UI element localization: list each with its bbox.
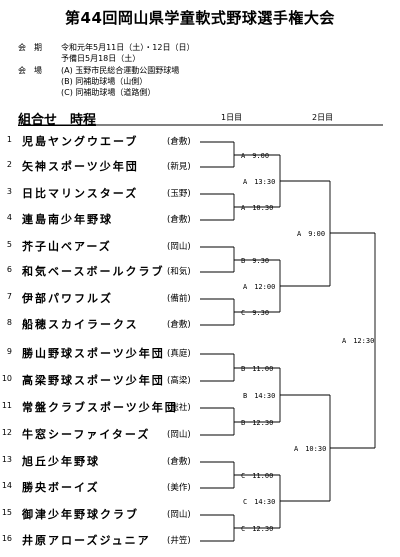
team-name: 牛窓シーファイターズ: [22, 428, 151, 441]
team-number: 8: [6, 318, 12, 327]
venue-c: (C) 同補助球場（道路側）: [61, 88, 156, 97]
team-number: 13: [1, 455, 12, 464]
round-label-day2: 2日目: [312, 113, 334, 122]
team-name: 和気ベースボールクラブ: [22, 265, 165, 278]
team-number: 14: [1, 481, 12, 490]
team-name: 旭丘少年野球: [22, 455, 100, 468]
match-slot-r1-5: B 11:00: [241, 365, 274, 373]
team-city: (真庭): [167, 349, 191, 359]
team-city: (倉敷): [167, 215, 191, 225]
match-slot-r1-2: A 10:30: [241, 204, 274, 212]
team-city: (玉野): [167, 189, 191, 199]
period-value: 令和元年5月11日（土）・12日（日）: [61, 43, 195, 52]
team-name: 常盤クラブスポーツ少年団: [22, 401, 178, 414]
team-number: 4: [6, 213, 12, 222]
team-number: 3: [6, 187, 12, 196]
match-slot-r1-3: B 9:30: [241, 257, 270, 265]
match-slot-r1-4: C 9:30: [241, 309, 270, 317]
team-city: (備前): [167, 294, 191, 304]
team-number: 5: [6, 240, 12, 249]
round-label-day1: 1日目: [221, 113, 243, 122]
team-name: 船穂スカイラークス: [22, 318, 139, 331]
team-city: (美作): [167, 483, 191, 493]
team-number: 6: [6, 265, 12, 274]
team-number: 1: [6, 135, 12, 144]
team-name: 矢神スポーツ少年団: [22, 160, 139, 173]
period-label: 会 期: [18, 43, 42, 52]
team-city: (岡山): [167, 430, 191, 440]
team-city: (高梁): [167, 376, 191, 386]
team-name: 勝央ボーイズ: [22, 481, 100, 494]
team-city: (岡山): [167, 242, 191, 252]
match-slot-r2-4: C 14:30: [243, 498, 276, 506]
team-number: 16: [1, 534, 12, 543]
team-number: 15: [1, 508, 12, 517]
match-slot-r1-1: A 9:00: [241, 152, 270, 160]
team-name: 児島ヤングウエーブ: [22, 135, 139, 148]
team-city: (岡山): [167, 510, 191, 520]
match-slot-r1-6: B 12:30: [241, 419, 274, 427]
team-number: 2: [6, 160, 12, 169]
venue-label: 会 場: [18, 66, 42, 75]
team-city: (倉敷): [167, 320, 191, 330]
team-name: 高梁野球スポーツ少年団: [22, 374, 165, 387]
venue-a: (A) 玉野市民総合運動公園野球場: [61, 66, 180, 75]
team-name: 伊部パワフルズ: [22, 292, 113, 305]
section-header: 組合せ 時程: [18, 113, 97, 128]
match-slot-r2-1: A 13:30: [243, 178, 276, 186]
team-city: (和気): [167, 267, 191, 277]
team-city: (総社): [167, 403, 191, 413]
match-slot-r1-7: C 11:00: [241, 472, 274, 480]
team-name: 芥子山ベアーズ: [22, 240, 112, 253]
match-slot-final: A 12:30: [342, 337, 375, 345]
team-name: 日比マリンスターズ: [22, 187, 139, 200]
team-name: 連島南少年野球: [22, 213, 113, 226]
team-number: 9: [6, 347, 12, 356]
team-city: (井笠): [167, 536, 191, 546]
match-slot-r2-2: A 12:00: [243, 283, 276, 291]
team-name: 勝山野球スポーツ少年団: [22, 347, 165, 360]
team-city: (新見): [167, 162, 191, 172]
page-title: 第44回岡山県学童軟式野球選手権大会: [65, 9, 335, 27]
team-city: (倉敷): [167, 137, 191, 147]
reserve-day: 予備日5月18日（土）: [61, 54, 141, 63]
team-number: 7: [6, 292, 12, 301]
team-name: 御津少年野球クラブ: [22, 508, 139, 521]
team-number: 10: [1, 374, 12, 383]
match-slot-r1-8: C 12:30: [241, 525, 274, 533]
team-city: (倉敷): [167, 457, 191, 467]
team-number: 12: [1, 428, 12, 437]
team-number: 11: [1, 401, 12, 410]
match-slot-semi-2: A 10:30: [294, 445, 327, 453]
match-slot-semi-1: A 9:00: [297, 230, 326, 238]
match-slot-r2-3: B 14:30: [243, 392, 276, 400]
venue-b: (B) 同補助球場（山側）: [61, 77, 148, 86]
team-name: 井原アローズジュニア: [22, 534, 151, 547]
